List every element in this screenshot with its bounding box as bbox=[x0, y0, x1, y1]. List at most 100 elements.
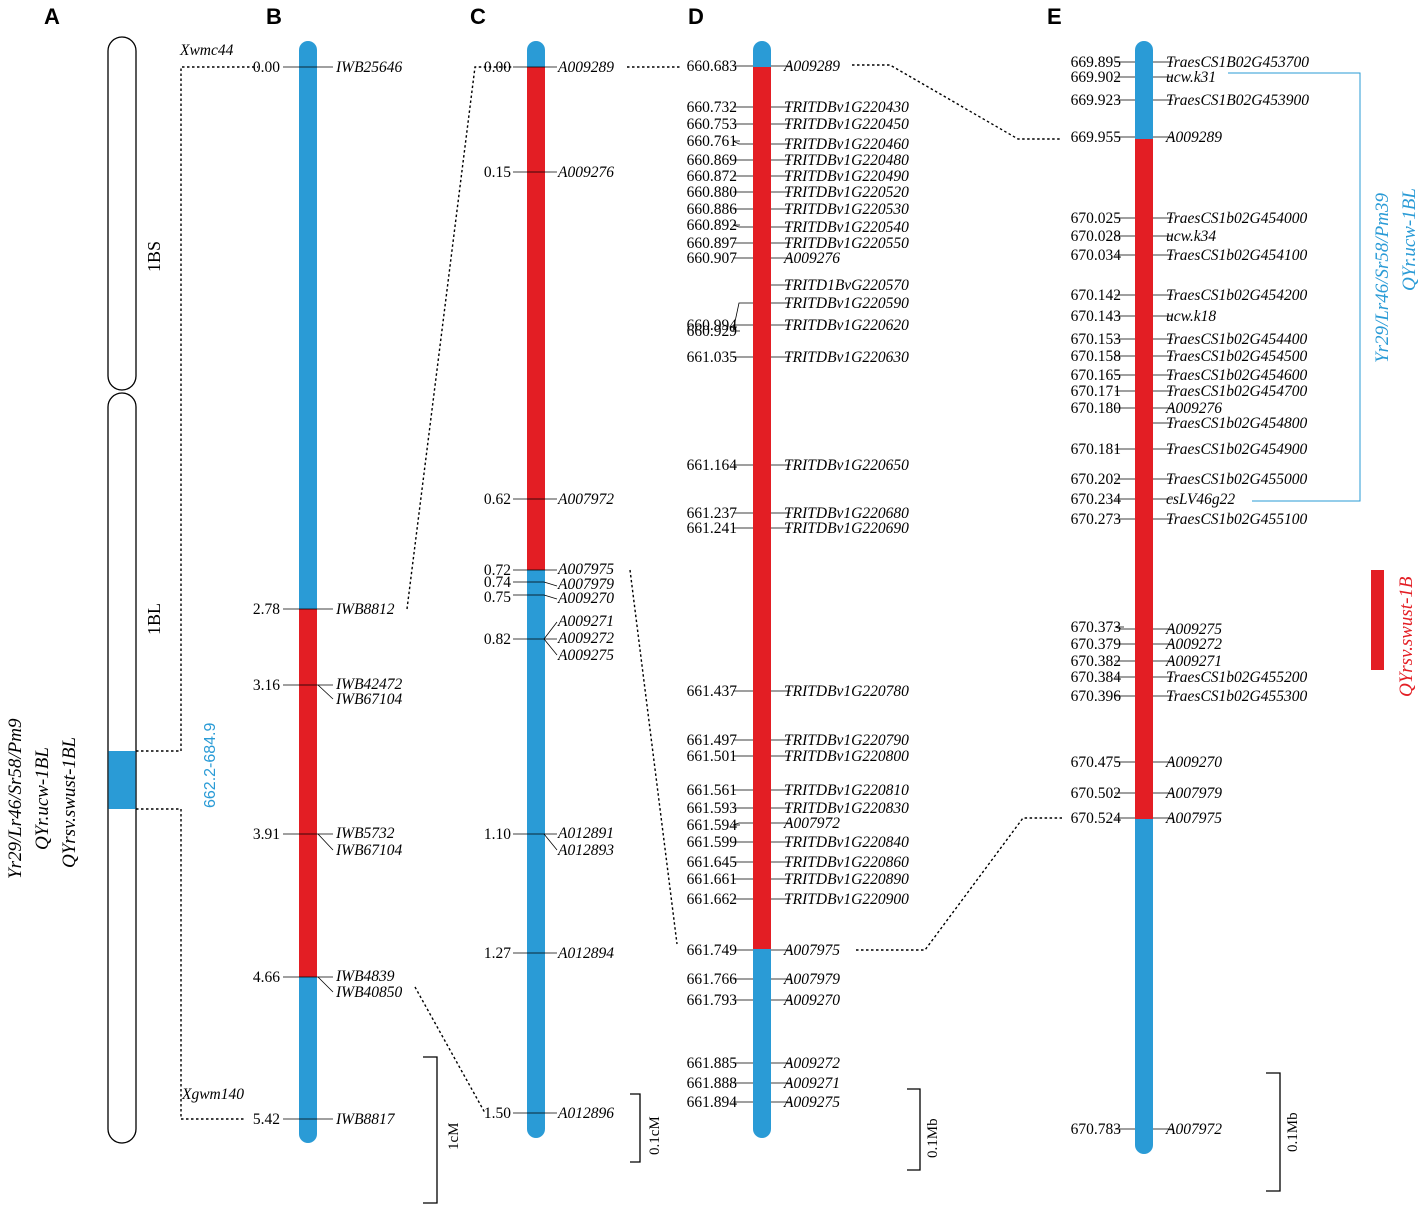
d-marker-name: TRITDBv1G220630 bbox=[784, 349, 909, 366]
c-pos: 0.15 bbox=[484, 164, 511, 181]
e-marker-name: TraesCS1b02G454700 bbox=[1166, 383, 1307, 400]
c-marker-name: A012894 bbox=[557, 945, 614, 962]
scale-bar-c: 0.1cM bbox=[630, 1093, 663, 1163]
d-pos: 661.237 bbox=[687, 505, 738, 522]
d-pos: 660.994 bbox=[687, 317, 738, 334]
chromosome-c bbox=[527, 41, 545, 1138]
d-pos: 661.894 bbox=[687, 1094, 738, 1111]
qtl-interval-region bbox=[108, 751, 136, 809]
e-marker-name: A009275 bbox=[1165, 621, 1222, 638]
panel-label-d: D bbox=[688, 4, 704, 29]
b-marker-name: IWB25646 bbox=[335, 59, 403, 76]
d-pos: 660.869 bbox=[687, 152, 738, 169]
b-marker-name: IWB67104 bbox=[335, 842, 403, 859]
e-pos: 670.524 bbox=[1071, 810, 1122, 827]
d-marker-name: TRITDBv1G220860 bbox=[784, 854, 909, 871]
e-pos: 670.234 bbox=[1071, 491, 1122, 508]
b-marker-name: IWB40850 bbox=[335, 984, 403, 1001]
d-pos: 661.593 bbox=[687, 800, 738, 817]
e-marker-name: A009276 bbox=[1165, 400, 1222, 417]
d-marker-name: TRITDBv1G220460 bbox=[784, 136, 909, 153]
b-pos: 3.91 bbox=[253, 826, 280, 843]
c-pos: 0.62 bbox=[484, 491, 511, 508]
d-pos: 660.732 bbox=[687, 99, 737, 116]
d-marker-name: TRITDBv1G220480 bbox=[784, 152, 909, 169]
d-pos: 661.241 bbox=[687, 520, 737, 537]
d-pos: 660.897 bbox=[687, 235, 738, 252]
e-tick-left bbox=[1114, 626, 1135, 630]
e-marker-name: ucw.k18 bbox=[1166, 308, 1216, 325]
e-marker-name: TraesCS1b02G455100 bbox=[1166, 511, 1307, 528]
c-marker-name: A012896 bbox=[557, 1105, 614, 1122]
bracket-label-qyr-ucw: QYr.ucw-1BL bbox=[1399, 188, 1420, 291]
e-pos: 670.171 bbox=[1071, 383, 1121, 400]
c-marker-name: A012893 bbox=[557, 842, 614, 859]
e-marker-name: TraesCS1b02G454600 bbox=[1166, 367, 1307, 384]
e-pos: 670.180 bbox=[1071, 400, 1122, 417]
c-pos: 1.10 bbox=[484, 826, 511, 843]
b-marker-name: IWB67104 bbox=[335, 691, 403, 708]
e-pos: 670.384 bbox=[1071, 669, 1122, 686]
d-marker-name: TRITDBv1G220650 bbox=[784, 457, 909, 474]
d-marker-name: A009276 bbox=[783, 250, 840, 267]
panel-label-b: B bbox=[266, 4, 282, 29]
d-marker-name: TRITDBv1G220680 bbox=[784, 505, 909, 522]
e-marker-name: TraesCS1B02G453900 bbox=[1166, 92, 1309, 109]
scale-bar-b: 1cM bbox=[423, 1056, 462, 1204]
side-label-yr29: Yr29/Lr46/Sr58/Pm9 bbox=[5, 718, 26, 879]
c-marker-name: A012891 bbox=[557, 825, 614, 842]
side-label-qyrsv: QYrsv.swust-1BL bbox=[59, 737, 80, 868]
side-label-qyr-ucw: QYr.ucw-1BL bbox=[32, 747, 53, 850]
e-marker-name: TraesCS1b02G455200 bbox=[1166, 669, 1307, 686]
e-pos: 670.273 bbox=[1071, 511, 1122, 528]
panel-c-markers: 0.00 A009289 0.15 A009276 0.62 A007972 0… bbox=[484, 59, 614, 1122]
c-marker-name: A009275 bbox=[557, 647, 614, 664]
e-pos: 669.895 bbox=[1071, 54, 1122, 71]
connector-a-bottom bbox=[136, 808, 246, 1120]
e-marker-name: TraesCS1b02G455300 bbox=[1166, 688, 1307, 705]
scale-label-c: 0.1cM bbox=[647, 1116, 663, 1155]
scale-bar-d: 0.1Mb bbox=[907, 1088, 941, 1171]
d-tick-left bbox=[732, 140, 753, 145]
e-marker-name: A009272 bbox=[1165, 636, 1222, 653]
e-pos: 670.143 bbox=[1071, 308, 1122, 325]
chromosome-e bbox=[1135, 41, 1153, 1154]
chromosome-b-body bbox=[299, 41, 317, 1143]
d-pos: 660.880 bbox=[687, 184, 738, 201]
connector-b-c-bottom bbox=[414, 986, 486, 1114]
e-pos: 670.142 bbox=[1071, 287, 1121, 304]
d-marker-name: A009271 bbox=[783, 1075, 840, 1092]
e-marker-name: ucw.k34 bbox=[1166, 228, 1216, 245]
scale-label-b: 1cM bbox=[446, 1123, 462, 1151]
b-marker-name: IWB42472 bbox=[335, 676, 403, 693]
d-pos: 661.497 bbox=[687, 732, 738, 749]
e-pos: 669.955 bbox=[1071, 129, 1122, 146]
d-pos: 661.437 bbox=[687, 683, 738, 700]
e-pos: 670.475 bbox=[1071, 754, 1122, 771]
d-pos: 661.594 bbox=[687, 817, 738, 834]
bracket-label-yr29: Yr29/Lr46/Sr58/Pm39 bbox=[1372, 193, 1393, 363]
d-pos: 660.753 bbox=[687, 116, 738, 133]
d-pos: 660.892 bbox=[687, 217, 737, 234]
d-pos: 660.872 bbox=[687, 168, 737, 185]
d-pos: 661.035 bbox=[687, 349, 738, 366]
e-pos: 670.181 bbox=[1071, 441, 1121, 458]
e-marker-name: A009271 bbox=[1165, 653, 1222, 670]
e-marker-name: A007972 bbox=[1165, 1121, 1222, 1138]
d-marker-name: A009275 bbox=[783, 1094, 840, 1111]
e-marker-name: TraesCS1B02G453700 bbox=[1166, 54, 1309, 71]
scale-bar-e: 0.1Mb bbox=[1266, 1072, 1301, 1192]
d-marker-name: TRITDBv1G220690 bbox=[784, 520, 909, 537]
d-marker-name: A007979 bbox=[783, 971, 840, 988]
chromosome-b-red-segment bbox=[299, 609, 317, 977]
d-marker-name: A007975 bbox=[783, 942, 840, 959]
c-pos: 0.75 bbox=[484, 589, 511, 606]
d-marker-name: TRITDBv1G220450 bbox=[784, 116, 909, 133]
e-marker-name: A007975 bbox=[1165, 810, 1222, 827]
d-tick-left bbox=[732, 822, 753, 826]
red-bar-label: QYrsv.swust-1B bbox=[1396, 576, 1417, 697]
chromosome-d-red-segment bbox=[753, 67, 771, 949]
d-pos: 661.164 bbox=[687, 457, 738, 474]
d-marker-name: A009289 bbox=[783, 58, 840, 75]
